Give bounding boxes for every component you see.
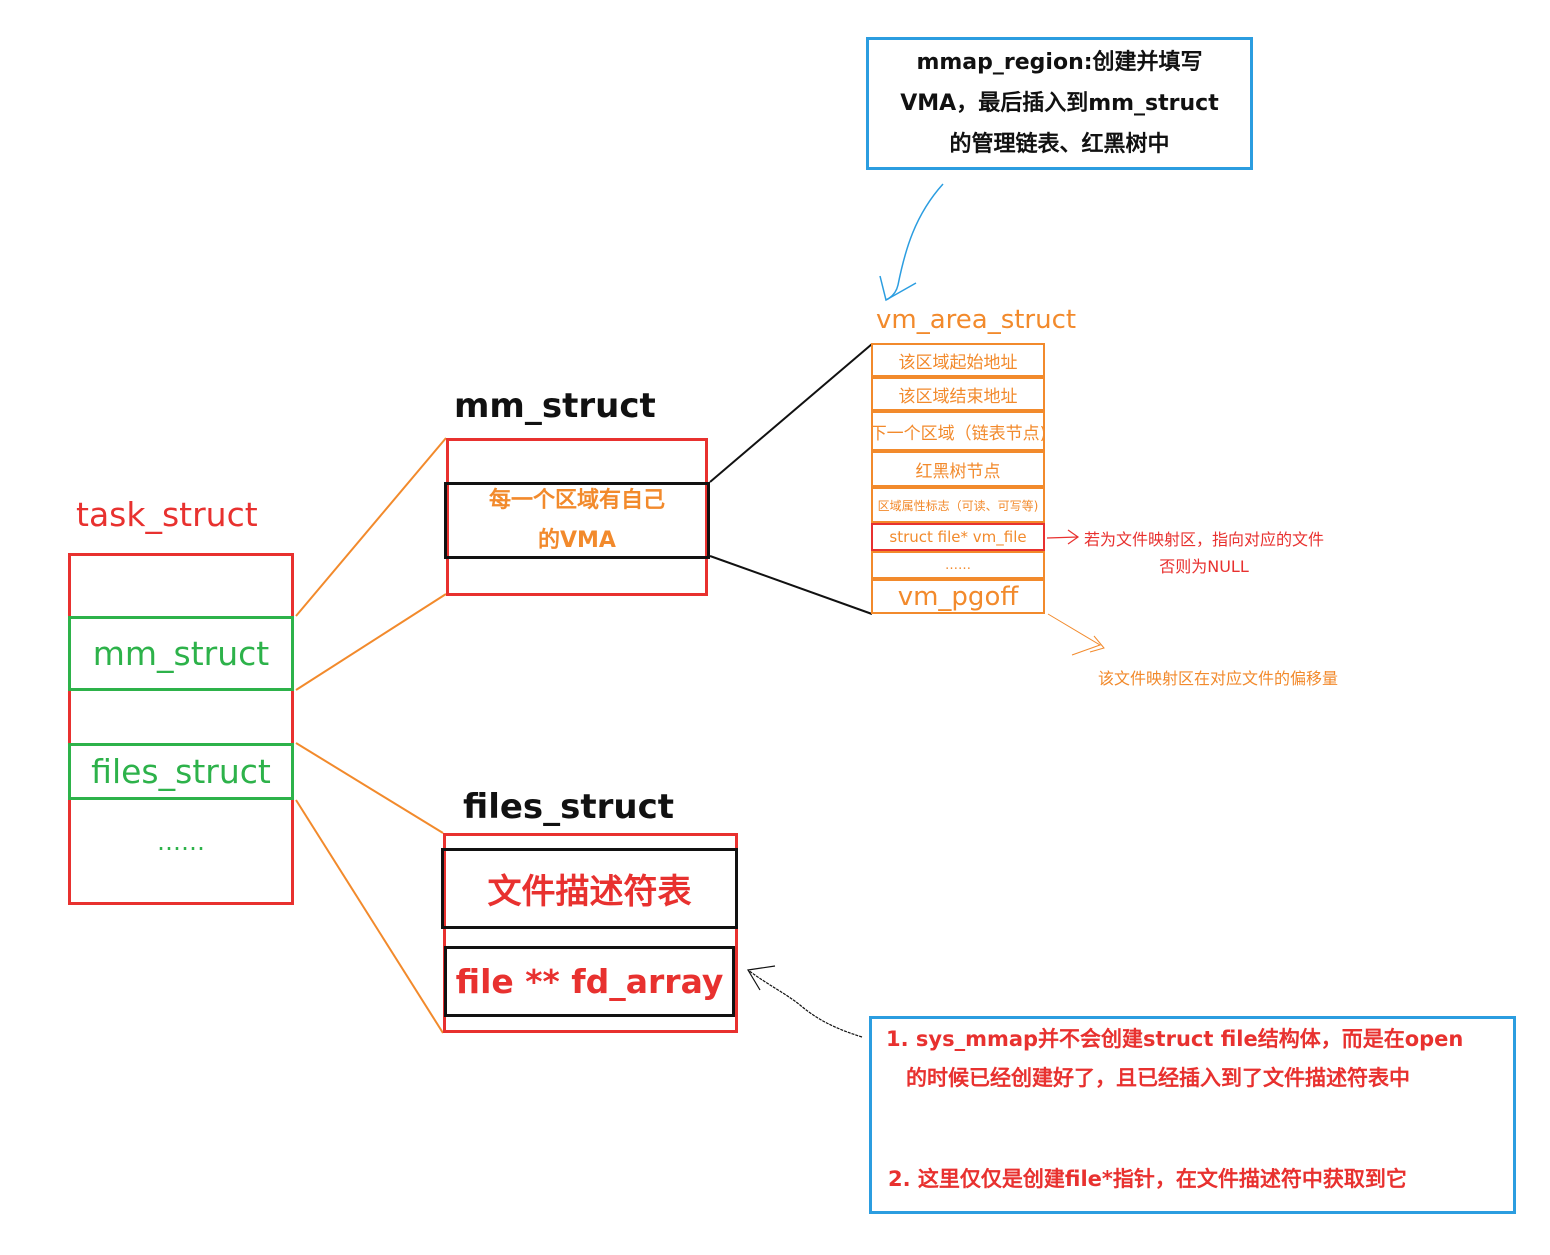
task-struct-ellipsis: …… xyxy=(157,828,205,856)
vm-file-arrowhead xyxy=(1067,529,1080,545)
link-vma-bottom xyxy=(709,555,873,615)
vma-field-vm-file: struct file* vm_file xyxy=(871,523,1045,551)
vma-field-start-addr: 该区域起始地址 xyxy=(871,343,1045,377)
mm-struct-vma-line2: 的VMA xyxy=(538,527,616,553)
mm-struct-vma-line1: 每一个区域有自己 xyxy=(488,487,665,513)
pgoff-arrowhead xyxy=(1089,635,1105,653)
vm-file-note-line2: 否则为NULL xyxy=(1159,557,1249,576)
mmap-region-note: mmap_region:创建并填写 VMA，最后插入到mm_struct 的管理… xyxy=(866,37,1253,170)
sys-mmap-note-line3: 2. 这里仅仅是创建file*指针，在文件描述符中获取到它 xyxy=(888,1167,1407,1191)
task-struct-files-field: files_struct xyxy=(68,743,294,800)
sys-mmap-arrow xyxy=(747,969,863,1038)
vma-field-end-addr: 该区域结束地址 xyxy=(871,377,1045,411)
link-task-mm-top xyxy=(295,437,447,617)
vm-pgoff-note: 该文件映射区在对应文件的偏移量 xyxy=(1098,669,1339,688)
mmap-region-arrow xyxy=(885,183,944,301)
mm-struct-vma-field: 每一个区域有自己 的VMA xyxy=(444,482,710,559)
sys-mmap-note-line1: 1. sys_mmap并不会创建struct file结构体，而是在open xyxy=(886,1027,1464,1051)
vma-field-rbtree-node: 红黑树节点 xyxy=(871,451,1045,487)
mmap-region-note-line1: mmap_region:创建并填写 xyxy=(916,50,1203,75)
fd-array-field: file ** fd_array xyxy=(444,946,735,1017)
task-struct-box xyxy=(68,553,294,905)
vm-file-note-line1: 若为文件映射区，指向对应的文件 xyxy=(1083,530,1324,549)
task-struct-title: task_struct xyxy=(76,495,258,534)
link-vma-top xyxy=(709,343,873,483)
task-struct-mm-field: mm_struct xyxy=(68,616,294,691)
link-task-files-top xyxy=(295,742,444,834)
vma-field-flags: 区域属性标志（可读、可写等) xyxy=(871,487,1045,523)
files-struct-title: files_struct xyxy=(463,787,675,827)
fd-table-field: 文件描述符表 xyxy=(441,848,738,929)
sys-mmap-note xyxy=(869,1016,1516,1214)
sys-mmap-arrowhead xyxy=(747,965,776,991)
mm-struct-box xyxy=(446,438,708,596)
mmap-region-arrowhead xyxy=(879,275,917,302)
link-task-files-bottom xyxy=(295,799,444,1034)
vm-area-struct-title: vm_area_struct xyxy=(876,305,1077,335)
vm-file-note: 若为文件映射区，指向对应的文件 否则为NULL xyxy=(1080,526,1328,580)
vma-field-vm-pgoff: vm_pgoff xyxy=(871,579,1045,614)
mm-struct-title: mm_struct xyxy=(454,386,656,426)
files-struct-box xyxy=(443,833,738,1033)
sys-mmap-note-line2: 的时候已经创建好了，且已经插入到了文件描述符表中 xyxy=(906,1066,1410,1090)
vma-field-ellipsis: …… xyxy=(871,551,1045,579)
mmap-region-note-line3: 的管理链表、红黑树中 xyxy=(949,132,1170,157)
pgoff-arrow xyxy=(1047,613,1102,656)
link-task-mm-bottom xyxy=(295,593,447,691)
vma-field-next-node: 下一个区域（链表节点) xyxy=(871,411,1045,451)
mmap-region-note-line2: VMA，最后插入到mm_struct xyxy=(900,91,1219,116)
vm-file-arrow xyxy=(1046,536,1079,539)
